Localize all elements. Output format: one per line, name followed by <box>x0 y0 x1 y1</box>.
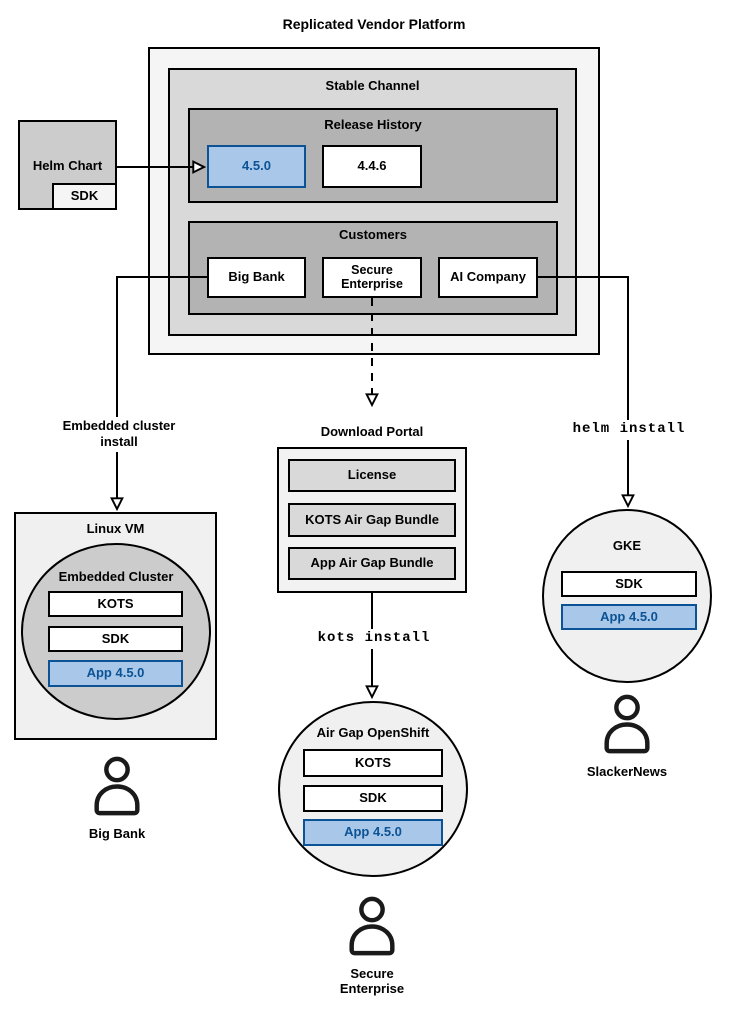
component-box-app: App 4.5.0 <box>48 660 183 687</box>
big-bank-user: Big Bank <box>57 756 177 842</box>
customers-label: Customers <box>339 227 407 242</box>
component-box-sdk: SDK <box>48 626 183 652</box>
portal-item-app-bundle: App Air Gap Bundle <box>288 547 456 580</box>
user-label: Secure Enterprise <box>339 966 405 996</box>
linux-vm-label: Linux VM <box>86 521 145 536</box>
edge-label-helm-install: helm install <box>552 420 706 440</box>
person-icon <box>94 756 140 816</box>
person-icon <box>349 896 395 956</box>
stable-channel-label: Stable Channel <box>325 78 420 93</box>
person-icon <box>604 694 650 754</box>
release-box-current: 4.5.0 <box>207 145 306 188</box>
edge-label-embedded-cluster-install: Embedded cluster install <box>55 417 183 452</box>
component-box-app: App 4.5.0 <box>303 819 443 846</box>
release-history-label: Release History <box>324 117 422 132</box>
helm-chart-label: Helm Chart <box>32 158 103 173</box>
download-portal-label: Download Portal <box>320 424 424 439</box>
user-label: Big Bank <box>88 826 146 841</box>
portal-item-license: License <box>288 459 456 492</box>
component-box-kots: KOTS <box>303 749 443 777</box>
customer-box-big-bank: Big Bank <box>207 257 306 298</box>
gke-label: GKE <box>612 538 642 553</box>
release-box-previous: 4.4.6 <box>322 145 422 188</box>
user-label: SlackerNews <box>586 764 668 779</box>
customer-box-secure-enterprise: Secure Enterprise <box>322 257 422 298</box>
component-box-sdk: SDK <box>303 785 443 812</box>
helm-chart-sdk-box: SDK <box>52 183 117 210</box>
component-box-app: App 4.5.0 <box>561 604 697 630</box>
diagram-title: Replicated Vendor Platform <box>282 16 466 32</box>
air-gap-openshift-label: Air Gap OpenShift <box>316 725 430 740</box>
component-box-kots: KOTS <box>48 591 183 617</box>
edge-label-kots-install: kots install <box>297 629 451 649</box>
slackernews-user: SlackerNews <box>567 694 687 780</box>
embedded-cluster-label: Embedded Cluster <box>58 569 174 584</box>
secure-enterprise-user: Secure Enterprise <box>312 896 432 997</box>
component-box-sdk: SDK <box>561 571 697 597</box>
customer-box-ai-company: AI Company <box>438 257 538 298</box>
portal-item-kots-bundle: KOTS Air Gap Bundle <box>288 503 456 537</box>
